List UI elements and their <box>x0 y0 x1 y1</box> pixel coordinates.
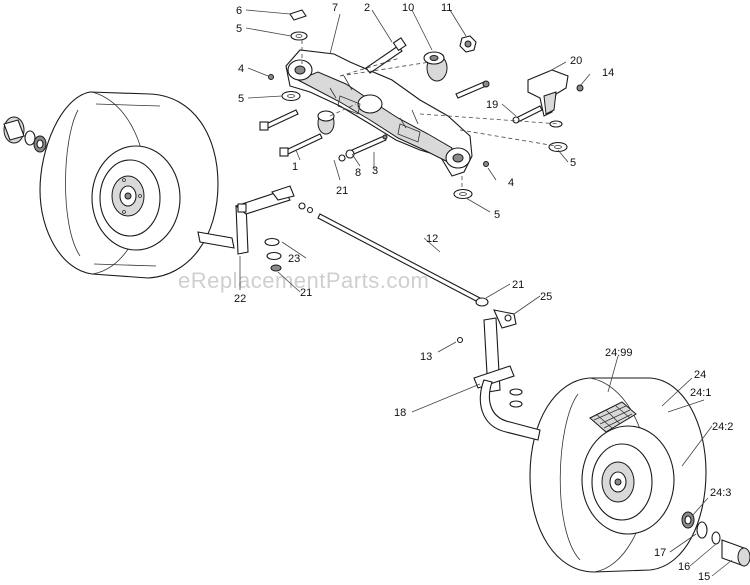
callout-15: 15 <box>698 571 710 583</box>
callout-4b: 4 <box>508 177 514 189</box>
callout-5a: 5 <box>236 23 242 35</box>
callout-18: 18 <box>394 407 406 419</box>
callout-20: 20 <box>570 55 582 67</box>
left-wheel <box>39 91 219 279</box>
callout-24-3: 24:3 <box>710 487 731 499</box>
callout-21a: 21 <box>336 185 348 197</box>
tie-rod-12 <box>317 213 517 329</box>
callout-6: 6 <box>236 5 242 17</box>
callout-1: 1 <box>292 161 298 173</box>
callout-12: 12 <box>426 233 438 245</box>
steering-bracket-20 <box>512 69 584 153</box>
callout-7: 7 <box>332 2 338 14</box>
callout-labels: 6 5 4 5 7 2 10 11 20 14 19 5 1 8 3 21 4 … <box>234 2 733 583</box>
callout-5b: 5 <box>238 93 244 105</box>
callout-10: 10 <box>402 2 414 14</box>
spindle-22 <box>197 185 314 272</box>
callout-8: 8 <box>355 167 361 179</box>
spindle-18 <box>456 317 541 441</box>
callout-17: 17 <box>654 547 666 559</box>
callout-19: 19 <box>486 99 498 111</box>
bolt-2 <box>365 37 407 74</box>
callout-24: 24 <box>694 369 706 381</box>
callout-2: 2 <box>364 2 370 14</box>
callout-13: 13 <box>420 351 432 363</box>
callout-24-2: 24:2 <box>712 421 733 433</box>
front-axle <box>285 49 473 177</box>
callout-24-99: 24:99 <box>605 347 633 359</box>
bushing-10 <box>423 51 448 82</box>
nut-4b <box>483 161 489 167</box>
axle-bolts-left <box>259 109 388 162</box>
right-hub-parts <box>681 511 750 567</box>
callout-16: 16 <box>678 561 690 573</box>
callout-3: 3 <box>372 165 378 177</box>
callout-5c: 5 <box>570 157 576 169</box>
callout-21c: 21 <box>512 279 524 291</box>
left-hub-parts <box>3 116 47 153</box>
callout-24-1: 24:1 <box>690 387 711 399</box>
callout-11: 11 <box>441 2 452 14</box>
bolt-right <box>455 81 487 99</box>
nut-11 <box>459 35 477 53</box>
right-wheel <box>529 377 707 573</box>
washer-5c <box>453 188 473 200</box>
callout-22: 22 <box>234 293 246 305</box>
washers-top <box>268 9 308 102</box>
callout-14: 14 <box>602 67 614 79</box>
callout-5d: 5 <box>494 209 500 221</box>
callout-4a: 4 <box>238 63 244 75</box>
nut-right <box>482 80 490 88</box>
leaders <box>239 9 733 577</box>
callout-21b: 21 <box>300 287 312 299</box>
watermark: eReplacementParts.com <box>178 268 429 293</box>
callout-23: 23 <box>288 253 300 265</box>
callout-25: 25 <box>540 291 552 303</box>
